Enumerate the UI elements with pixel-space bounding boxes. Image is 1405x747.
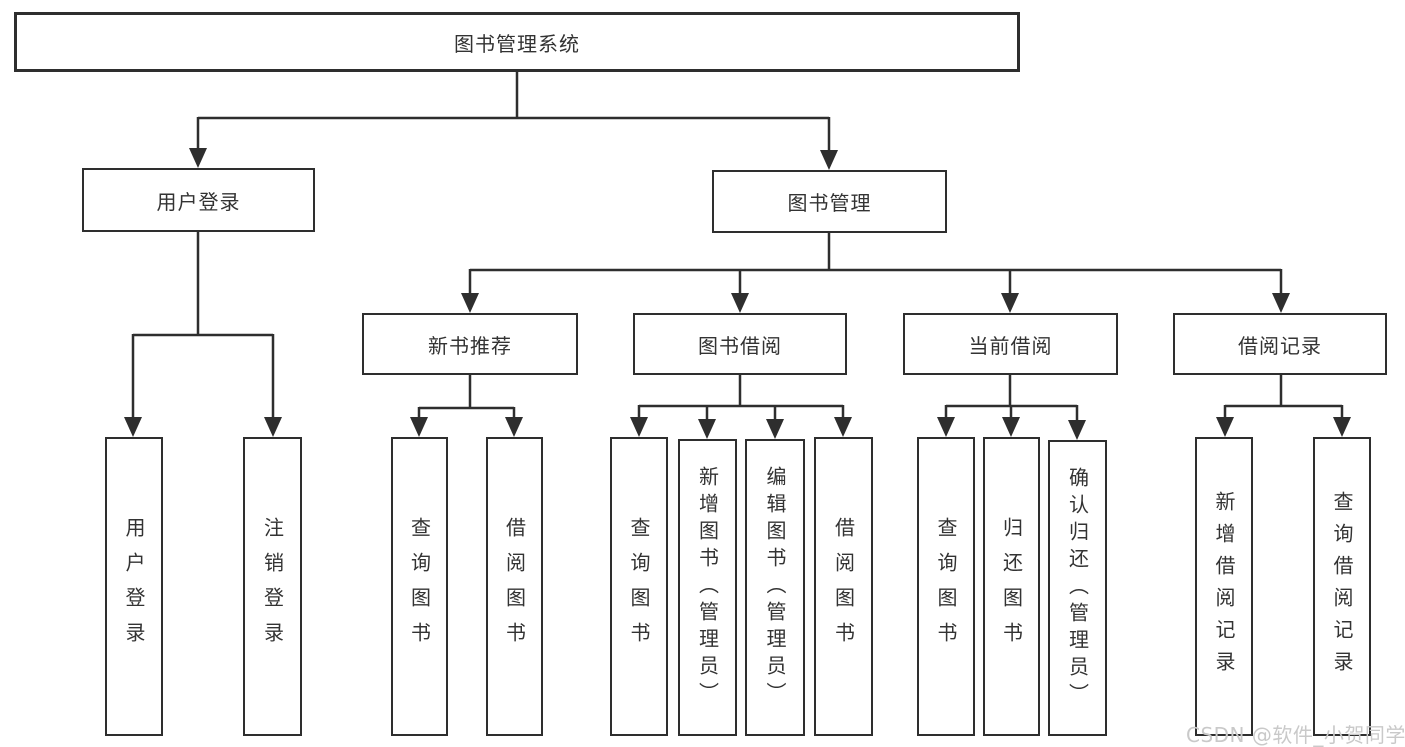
leaf-query-borrow-record: 查询借阅记录 [1313,437,1371,736]
leaf-label: 查询借阅记录 [1330,490,1354,683]
leaf-query-books-current: 查询图书 [917,437,975,736]
arrow-icon [834,417,852,437]
leaf-label: 查询图书 [934,516,958,657]
connector-userlogin-to-children [131,232,275,419]
leaf-user-login: 用户登录 [105,437,163,736]
arrow-icon [410,417,428,437]
arrow-icon [1001,293,1019,313]
leaf-label: 新增借阅记录 [1212,490,1236,683]
connector-currentborrow-to-children [944,375,1079,422]
leaf-add-book-admin: 新增图书（管理员） [678,439,737,736]
arrow-icon [1216,417,1234,437]
leaf-label: 用户登录 [122,516,146,657]
arrow-icon [820,150,838,170]
leaf-label: 查询图书 [407,516,432,657]
arrow-icon [1068,420,1086,440]
arrowheads [124,148,1351,440]
csdn-watermark: CSDN @软件_小贺同学 [1186,723,1405,747]
arrow-icon [698,419,716,439]
node-new-book-recommend: 新书推荐 [362,313,578,375]
leaf-label: 借阅图书 [831,516,856,657]
connector-root-to-level2 [196,72,831,154]
node-library-management-system: 图书管理系统 [14,12,1020,72]
arrow-icon [937,417,955,437]
arrow-icon [731,293,749,313]
node-book-borrow: 图书借阅 [633,313,847,375]
connector-bookmgmt-to-level3 [468,233,1283,295]
leaf-logout: 注销登录 [243,437,302,736]
leaf-add-borrow-record: 新增借阅记录 [1195,437,1253,736]
leaf-label: 编辑图书（管理员） [763,466,787,709]
arrow-icon [461,293,479,313]
arrow-icon [1002,417,1020,437]
arrow-icon [630,417,648,437]
leaf-label: 注销登录 [260,516,285,657]
arrow-icon [766,419,784,439]
arrow-icon [124,417,142,437]
leaf-label: 归还图书 [999,516,1024,657]
leaf-label: 新增图书（管理员） [695,466,720,709]
leaf-label: 借阅图书 [502,516,527,657]
node-book-management: 图书管理 [712,170,947,233]
leaf-edit-book-admin: 编辑图书（管理员） [745,439,805,736]
arrow-icon [1333,417,1351,437]
leaf-label: 查询图书 [627,516,651,657]
leaf-label: 确认归还（管理员） [1065,466,1090,710]
node-borrow-records: 借阅记录 [1173,313,1387,375]
leaf-borrow-books-newbook: 借阅图书 [486,437,543,736]
leaf-query-books-borrow: 查询图书 [610,437,668,736]
node-current-borrow: 当前借阅 [903,313,1118,375]
arrow-icon [189,148,207,168]
arrow-icon [264,417,282,437]
leaf-confirm-return-admin: 确认归还（管理员） [1048,440,1107,736]
arrow-icon [505,417,523,437]
leaf-borrow-books-borrow: 借阅图书 [814,437,873,736]
leaf-return-books: 归还图书 [983,437,1040,736]
connector-newbook-to-children [417,375,516,419]
leaf-query-books-newbook: 查询图书 [391,437,448,736]
arrow-icon [1272,293,1290,313]
connector-bookborrow-to-children [637,375,845,421]
node-user-login: 用户登录 [82,168,315,232]
connector-borrowrecord-to-children [1223,375,1344,419]
